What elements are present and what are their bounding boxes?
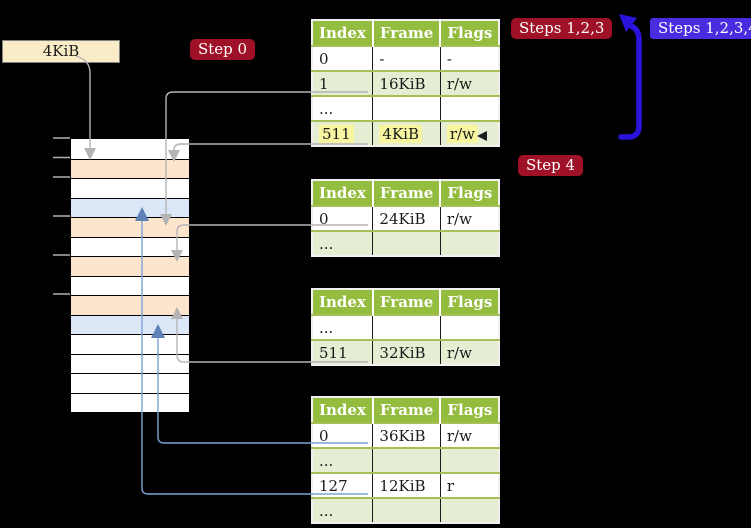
cell: r/w — [439, 422, 500, 448]
table-row: 511 32KiB r/w — [312, 339, 500, 365]
cell — [372, 230, 441, 256]
table-header-row: Index Frame Flags — [312, 20, 500, 46]
table-header-row: Index Frame Flags — [312, 289, 500, 315]
cell — [439, 95, 500, 121]
table-header-row: Index Frame Flags — [312, 397, 500, 423]
table-row: ... — [312, 447, 500, 473]
cell: 0 — [312, 422, 373, 448]
header-cell: Frame — [371, 180, 441, 206]
cell: ... — [312, 447, 373, 473]
page-table-3: Index Frame Flags ... 511 32KiB r/w — [311, 288, 501, 366]
memory-row — [71, 139, 189, 159]
steps1234-badge: Steps 1,2,3,4 — [650, 18, 751, 39]
header-cell: Frame — [371, 20, 441, 46]
cell: r — [439, 472, 500, 498]
table-row: 0 36KiB r/w — [312, 422, 500, 448]
header-cell: Index — [312, 289, 373, 315]
memory-ticks — [53, 137, 70, 295]
cell — [439, 497, 500, 523]
table-row: ... — [312, 314, 500, 340]
steps123-badge: Steps 1,2,3 — [511, 18, 613, 39]
cell: ... — [312, 314, 373, 340]
cell: r/w — [439, 339, 500, 365]
cell: 24KiB — [372, 205, 441, 231]
header-cell: Frame — [371, 397, 441, 423]
memory-row — [71, 275, 189, 295]
table-row: ... — [312, 230, 500, 256]
memory-row — [71, 373, 189, 393]
step4-badge: Step 4 — [518, 155, 584, 176]
cell — [372, 95, 441, 121]
cell: - — [372, 45, 441, 71]
steps-loop-arrow — [618, 23, 642, 140]
page-table-2: Index Frame Flags 0 24KiB r/w ... — [311, 179, 501, 257]
header-cell: Frame — [371, 289, 441, 315]
cell: 511 — [312, 120, 373, 146]
header-cell: Index — [312, 397, 373, 423]
table-header-row: Index Frame Flags — [312, 180, 500, 206]
cell: 0 — [312, 45, 373, 71]
highlight-mark: r/w — [446, 124, 478, 143]
memory-row — [71, 295, 189, 315]
cell: - — [439, 45, 500, 71]
header-cell: Flags — [439, 180, 500, 206]
cell: 127 — [312, 472, 373, 498]
cell: 511 — [312, 339, 373, 365]
memory-row — [71, 353, 189, 373]
cell: 12KiB — [372, 472, 441, 498]
cell — [439, 230, 500, 256]
header-cell: Flags — [439, 397, 500, 423]
memory-row — [71, 178, 189, 198]
header-cell: Index — [312, 20, 373, 46]
table-row: 1 16KiB r/w — [312, 70, 500, 96]
memory-row — [71, 217, 189, 237]
cell — [372, 447, 441, 473]
table-row: ... — [312, 95, 500, 121]
cell — [439, 314, 500, 340]
table-row: 0 24KiB r/w — [312, 205, 500, 231]
table-row: 127 12KiB r — [312, 472, 500, 498]
table-row-highlighted: 511 4KiB r/w — [312, 120, 500, 146]
cell — [439, 447, 500, 473]
memory-row — [71, 158, 189, 178]
memory-stack — [70, 138, 190, 413]
steps-loop-arrowhead — [619, 14, 637, 32]
cell: ... — [312, 497, 373, 523]
cell — [372, 314, 441, 340]
memory-row — [71, 256, 189, 276]
cell: r/w — [439, 120, 500, 146]
cell: 16KiB — [372, 70, 441, 96]
header-cell: Flags — [439, 20, 500, 46]
cell: ... — [312, 95, 373, 121]
cell: r/w — [439, 205, 500, 231]
cell: r/w — [439, 70, 500, 96]
page-table-4: Index Frame Flags 0 36KiB r/w ... 127 12… — [311, 396, 501, 524]
memory-row — [71, 314, 189, 334]
highlight-mark: 4KiB — [379, 124, 422, 143]
cell: 1 — [312, 70, 373, 96]
header-cell: Index — [312, 180, 373, 206]
memory-row — [71, 334, 189, 354]
header-cell: Flags — [439, 289, 500, 315]
cell: ... — [312, 230, 373, 256]
highlight-mark: 511 — [319, 124, 354, 143]
connector-pagesize-to-row2 — [75, 55, 91, 149]
page-table-1: Index Frame Flags 0 - - 1 16KiB r/w ... … — [311, 19, 501, 147]
cell: 0 — [312, 205, 373, 231]
table-row: ... — [312, 497, 500, 523]
memory-row — [71, 236, 189, 256]
step0-badge: Step 0 — [190, 39, 256, 60]
memory-row — [71, 197, 189, 217]
cell: 4KiB — [372, 120, 441, 146]
cell: 36KiB — [372, 422, 441, 448]
memory-row — [71, 392, 189, 412]
table-row: 0 - - — [312, 45, 500, 71]
cell — [372, 497, 441, 523]
cell: 32KiB — [372, 339, 441, 365]
page-size-label: 4KiB — [2, 40, 120, 63]
